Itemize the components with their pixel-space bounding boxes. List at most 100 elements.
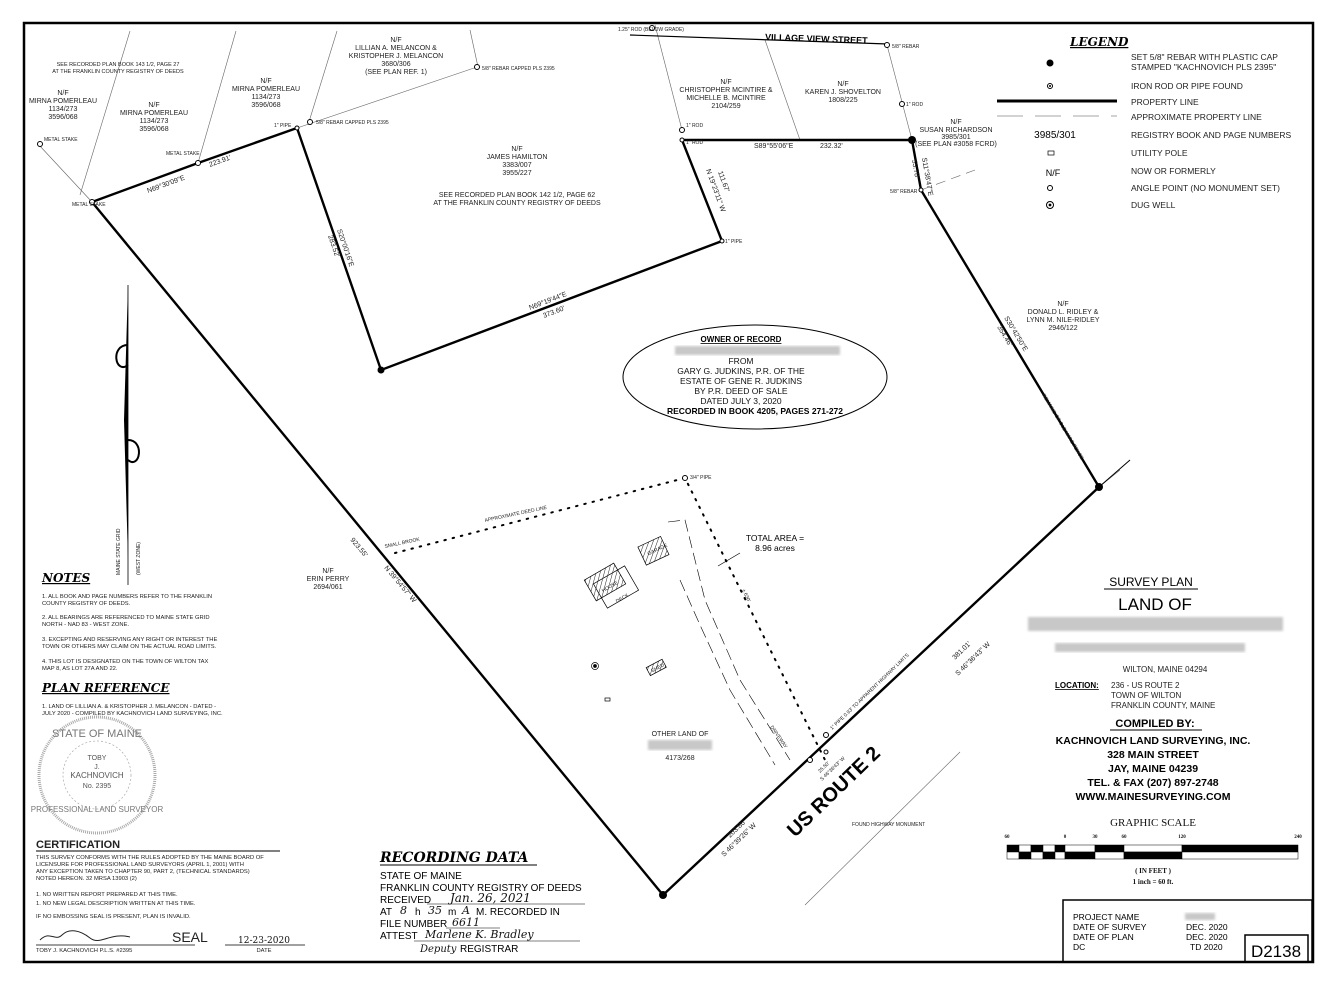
angle-point-icon xyxy=(1047,185,1053,191)
svg-text:N/F: N/F xyxy=(322,568,333,575)
svg-text:5/8" REBAR: 5/8" REBAR xyxy=(892,44,920,50)
svg-text:240: 240 xyxy=(1294,835,1302,840)
svg-text:CHRISTOPHER MCINTIRE &: CHRISTOPHER MCINTIRE & xyxy=(679,87,773,94)
svg-text:NOW OR FORMERLY: NOW OR FORMERLY xyxy=(1131,166,1216,176)
svg-text:(SEE PLAN REF. 1): (SEE PLAN REF. 1) xyxy=(365,69,427,76)
svg-text:NOTES: NOTES xyxy=(41,571,90,585)
svg-text:1134/273: 1134/273 xyxy=(140,118,169,125)
svg-text:3/4" PIPE: 3/4" PIPE xyxy=(690,475,712,481)
svg-text:DRIVEWAY: DRIVEWAY xyxy=(768,725,788,750)
svg-text:1 inch = 60 ft.: 1 inch = 60 ft. xyxy=(1133,878,1174,886)
svg-text:12-23-2020: 12-23-2020 xyxy=(238,936,290,946)
svg-text:N/F: N/F xyxy=(390,37,401,44)
svg-text:(SEE PLAN #3058 FCRD): (SEE PLAN #3058 FCRD) xyxy=(915,141,997,148)
street-label: VILLAGE VIEW STREET xyxy=(765,32,868,46)
svg-text:NORTH - NAD 83 - WEST ZONE.: NORTH - NAD 83 - WEST ZONE. xyxy=(42,622,129,628)
svg-text:TD 2020: TD 2020 xyxy=(1190,942,1223,952)
svg-text:PLAN REFERENCE: PLAN REFERENCE xyxy=(41,681,170,695)
svg-text:35: 35 xyxy=(428,904,442,917)
svg-text:53.78': 53.78' xyxy=(910,159,920,179)
parcel-labels: SEE RECORDED PLAN BOOK 143 1/2, PAGE 27A… xyxy=(29,37,1100,762)
svg-text:SMALL BROOK: SMALL BROOK xyxy=(384,537,421,550)
svg-text:1" PIPE: 1" PIPE xyxy=(274,123,292,129)
svg-text:223.91': 223.91' xyxy=(208,155,232,169)
svg-text:1. LAND OF LILLIAN A. & KRIST: 1. LAND OF LILLIAN A. & KRISTOPHER J. ME… xyxy=(42,704,216,710)
svg-text:DC: DC xyxy=(1073,942,1085,952)
svg-text:DATED JULY 3, 2020: DATED JULY 3, 2020 xyxy=(700,396,782,406)
scale-segment xyxy=(1030,844,1044,853)
svg-text:TOWN OF WILTON: TOWN OF WILTON xyxy=(1111,691,1181,700)
svg-text:ESTATE OF GENE R. JUDKINS: ESTATE OF GENE R. JUDKINS xyxy=(680,376,802,386)
svg-text:FILE NUMBER: FILE NUMBER xyxy=(380,919,447,930)
svg-text:3955/227: 3955/227 xyxy=(502,170,531,177)
scale-segment xyxy=(1064,844,1096,853)
svg-text:N/F: N/F xyxy=(260,78,271,85)
svg-text:METAL STAKE: METAL STAKE xyxy=(44,137,78,143)
svg-text:SURVEY PLAN: SURVEY PLAN xyxy=(1109,575,1193,589)
svg-text:3680/306: 3680/306 xyxy=(381,61,410,68)
svg-text:TOTAL AREA =: TOTAL AREA = xyxy=(746,533,804,543)
svg-text:3383/007: 3383/007 xyxy=(502,162,531,169)
svg-text:STAMPED "KACHNOVICH PLS 2395": STAMPED "KACHNOVICH PLS 2395" xyxy=(1131,62,1276,72)
utility-pole-icon xyxy=(604,697,611,702)
svg-text:S89°55'06"E: S89°55'06"E xyxy=(754,142,794,150)
svg-text:1" PIPE: 1" PIPE xyxy=(725,239,743,245)
svg-text:SUSAN RICHARDSON: SUSAN RICHARDSON xyxy=(919,127,992,134)
svg-text:60: 60 xyxy=(1005,835,1011,840)
svg-text:J.: J. xyxy=(94,764,100,771)
svg-text:ERIN PERRY: ERIN PERRY xyxy=(307,576,350,583)
svg-text:JAMES HAMILTON: JAMES HAMILTON xyxy=(487,154,548,161)
svg-text:KRISTOPHER J. MELANCON: KRISTOPHER J. MELANCON xyxy=(349,53,443,60)
svg-text:MIRNA POMERLEAU: MIRNA POMERLEAU xyxy=(120,110,188,117)
property-boundary xyxy=(91,126,1101,897)
svg-text:DATE OF PLAN: DATE OF PLAN xyxy=(1073,932,1134,942)
svg-text:IRON ROD OR PIPE FOUND: IRON ROD OR PIPE FOUND xyxy=(1131,81,1243,91)
svg-text:923.55': 923.55' xyxy=(348,537,368,559)
svg-text:5/8" REBAR CAPPED PLS 2395: 5/8" REBAR CAPPED PLS 2395 xyxy=(316,120,389,126)
svg-text:DEC. 2020: DEC. 2020 xyxy=(1186,932,1228,942)
scale-segment xyxy=(1181,844,1299,853)
svg-text:3596/068: 3596/068 xyxy=(48,114,77,121)
plan-ref-142: SEE RECORDED PLAN BOOK 142 1/2, PAGE 62A… xyxy=(433,192,601,207)
svg-text:1" ROD: 1" ROD xyxy=(686,123,703,129)
svg-text:JAY, MAINE 04239: JAY, MAINE 04239 xyxy=(1108,763,1198,775)
svg-text:AT THE FRANKLIN COUNTY REGISTR: AT THE FRANKLIN COUNTY REGISTRY OF DEEDS xyxy=(52,69,184,75)
svg-text:RECORDING DATA: RECORDING DATA xyxy=(379,850,528,866)
svg-text:N/F: N/F xyxy=(511,146,522,153)
notes: NOTES 1. ALL BOOK AND PAGE NUMBERS REFER… xyxy=(41,571,223,717)
svg-text:MIRNA POMERLEAU: MIRNA POMERLEAU xyxy=(232,86,300,93)
svg-text:No. 2395: No. 2395 xyxy=(83,783,112,790)
svg-text:KACHNOVICH: KACHNOVICH xyxy=(70,771,124,780)
svg-text:REMAINS OF OLD WIRE FENCE: REMAINS OF OLD WIRE FENCE xyxy=(1040,393,1084,461)
shed xyxy=(645,658,667,677)
svg-text:DATE OF SURVEY: DATE OF SURVEY xyxy=(1073,922,1147,932)
scale-segment xyxy=(1094,844,1125,853)
svg-text:JULY 2020 - COMPILED BY KACHNO: JULY 2020 - COMPILED BY KACHNOVICH LAND … xyxy=(42,711,223,717)
svg-text:DONALD L. RIDLEY &: DONALD L. RIDLEY & xyxy=(1028,309,1099,316)
svg-text:PROFESSIONAL LAND SURVEYOR: PROFESSIONAL LAND SURVEYOR xyxy=(31,805,164,814)
svg-text:2946/122: 2946/122 xyxy=(1048,325,1077,332)
owner-of-record: OWNER OF RECORD FROM GARY G. JUDKINS, P.… xyxy=(622,324,888,430)
svg-text:1. NO NEW LEGAL DESCRIPTION W: 1. NO NEW LEGAL DESCRIPTION WRITTEN AT T… xyxy=(36,901,196,907)
svg-text:LICENSURE FOR PROFESSIONAL LAN: LICENSURE FOR PROFESSIONAL LAND SURVEYOR… xyxy=(36,862,244,868)
approximate-deed-line xyxy=(394,476,827,763)
svg-text:TOBY: TOBY xyxy=(88,755,107,762)
svg-text:MAP 8, AS LOT 27A AND 22.: MAP 8, AS LOT 27A AND 22. xyxy=(42,666,118,672)
svg-text:LAND OF: LAND OF xyxy=(1118,595,1192,614)
svg-text:3596/068: 3596/068 xyxy=(139,126,168,133)
set-rebar-markers xyxy=(377,136,1103,899)
svg-text:METAL STAKE: METAL STAKE xyxy=(166,151,200,157)
svg-text:m: m xyxy=(448,907,456,918)
svg-text:PROPERTY LINE: PROPERTY LINE xyxy=(1131,97,1199,107)
svg-text:N69°30'09"E: N69°30'09"E xyxy=(146,174,186,195)
svg-text:REGISTRY BOOK AND PAGE NUMBERS: REGISTRY BOOK AND PAGE NUMBERS xyxy=(1131,130,1291,140)
svg-text:2104/259: 2104/259 xyxy=(711,103,740,110)
driveway xyxy=(667,519,791,766)
signature xyxy=(39,930,131,942)
sheet-border xyxy=(22,21,1315,964)
svg-text:LILLIAN A. MELANCON &: LILLIAN A. MELANCON & xyxy=(355,45,437,52)
